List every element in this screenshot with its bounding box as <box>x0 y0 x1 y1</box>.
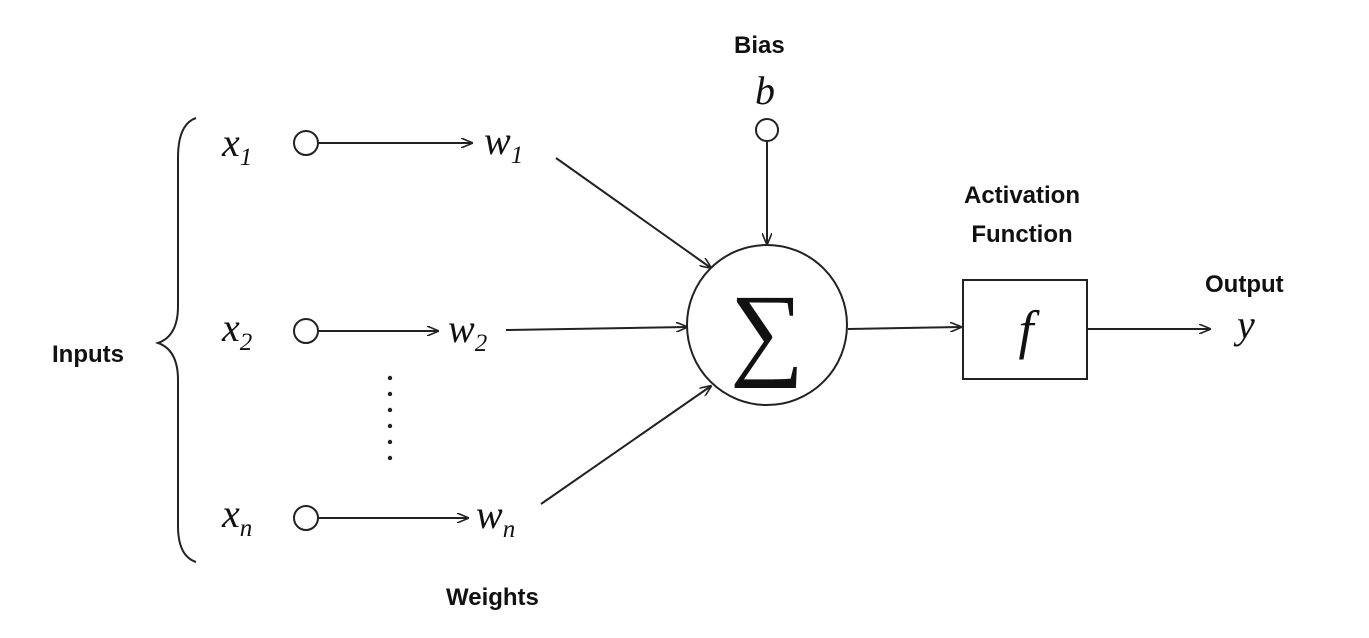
output-label: Output <box>1205 271 1284 298</box>
summation-node <box>686 244 848 406</box>
bias-symbol: b <box>755 68 775 113</box>
activation-label-line1: Activation <box>964 182 1080 209</box>
weight-arrow-n <box>540 386 711 505</box>
weights-label: Weights <box>446 584 539 611</box>
inputs-brace <box>154 117 197 563</box>
input-node-n <box>293 505 319 531</box>
weight-w1: w1 <box>484 118 523 169</box>
activation-label-line2: Function <box>971 221 1072 248</box>
output-symbol: y <box>1233 302 1255 347</box>
input-x2: x2 <box>221 305 252 356</box>
activation-box <box>962 279 1088 380</box>
input-x1: x1 <box>221 120 252 171</box>
summation-symbol: ∑ <box>730 274 804 389</box>
input-node-2 <box>293 318 319 344</box>
bias-node <box>755 118 779 142</box>
input-xn: xn <box>221 491 252 542</box>
ellipsis-dots <box>387 375 393 461</box>
sum-to-activation-arrow <box>847 327 961 329</box>
weight-w2: w2 <box>448 306 487 357</box>
weight-arrow-1 <box>555 157 711 268</box>
bias-label: Bias <box>734 32 785 59</box>
inputs-label: Inputs <box>52 341 124 368</box>
weight-wn: wn <box>476 492 515 543</box>
weight-arrow-2 <box>505 327 687 330</box>
input-node-1 <box>293 130 319 156</box>
